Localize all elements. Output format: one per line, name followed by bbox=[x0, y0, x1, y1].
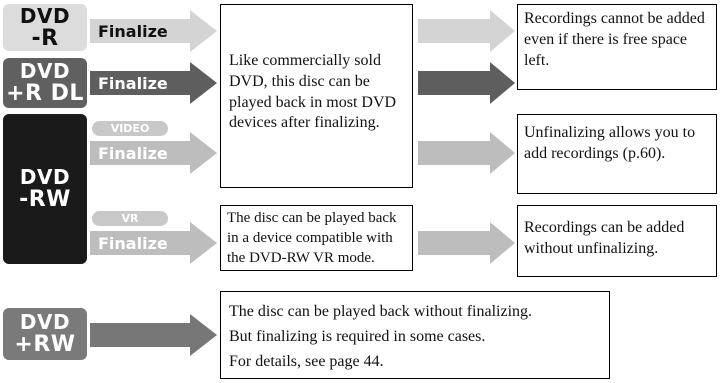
label-finalize-r-dl: Finalize bbox=[98, 74, 168, 93]
arrow-to-cannot-add-dark bbox=[418, 62, 515, 104]
box-cannot-add: Recordings cannot be added even if there… bbox=[517, 4, 717, 90]
box-can-add: Recordings can be added without unfinali… bbox=[517, 205, 717, 277]
pill-video-mode: VIDEO bbox=[92, 121, 168, 136]
arrow-to-unfinalize bbox=[418, 132, 515, 174]
disc-dvd-rw-line1: DVD bbox=[19, 165, 71, 189]
disc-dvd-r: DVD -R bbox=[3, 4, 87, 51]
arrow-to-can-add bbox=[418, 222, 515, 264]
arrow-to-cannot-add-light bbox=[418, 10, 515, 52]
text-vr-playback: The disc can be played back in a device … bbox=[227, 210, 397, 266]
text-plus-rw-line1: The disc can be played back without fina… bbox=[229, 303, 533, 320]
pill-vr-mode: VR bbox=[92, 211, 168, 226]
label-finalize-r: Finalize bbox=[98, 22, 168, 41]
text-playback-after-finalize: Like commercially sold DVD, this disc ca… bbox=[229, 52, 397, 132]
disc-dvd-plus-rw: DVD +RW bbox=[3, 308, 87, 360]
arrow-finalize-r-dl bbox=[90, 62, 217, 104]
box-vr-playback: The disc can be played back in a device … bbox=[220, 205, 413, 271]
disc-dvd-plus-rw-line2: +RW bbox=[14, 332, 76, 357]
disc-dvd-r-dl-line2: +R DL bbox=[6, 81, 84, 106]
disc-dvd-r-dl: DVD +R DL bbox=[3, 58, 87, 108]
box-unfinalize: Unfinalizing allows you to add recording… bbox=[517, 114, 717, 194]
arrow-plus-rw bbox=[90, 314, 217, 356]
disc-dvd-rw-line2: -RW bbox=[19, 187, 71, 212]
arrow-finalize-r bbox=[90, 10, 217, 52]
arrow-finalize-video bbox=[90, 132, 217, 174]
label-finalize-video: Finalize bbox=[98, 144, 168, 163]
text-cannot-add: Recordings cannot be added even if there… bbox=[524, 10, 705, 69]
disc-dvd-plus-rw-line1: DVD bbox=[19, 310, 71, 334]
disc-dvd-r-line2: -R bbox=[31, 25, 59, 51]
disc-dvd-rw: DVD -RW bbox=[3, 114, 87, 264]
arrow-finalize-vr bbox=[90, 222, 217, 264]
text-unfinalize: Unfinalizing allows you to add recording… bbox=[524, 124, 696, 162]
text-plus-rw-line2: But finalizing is required in some cases… bbox=[229, 327, 486, 345]
text-can-add: Recordings can be added without unfinali… bbox=[524, 219, 685, 257]
box-playback-after-finalize: Like commercially sold DVD, this disc ca… bbox=[220, 4, 413, 188]
disc-dvd-r-line1: DVD bbox=[19, 3, 71, 28]
label-finalize-vr: Finalize bbox=[98, 234, 168, 253]
box-plus-rw: The disc can be played back without fina… bbox=[220, 291, 610, 379]
text-plus-rw-line3: For details, see page 44. bbox=[229, 352, 384, 370]
disc-dvd-r-dl-line1: DVD bbox=[19, 59, 71, 83]
